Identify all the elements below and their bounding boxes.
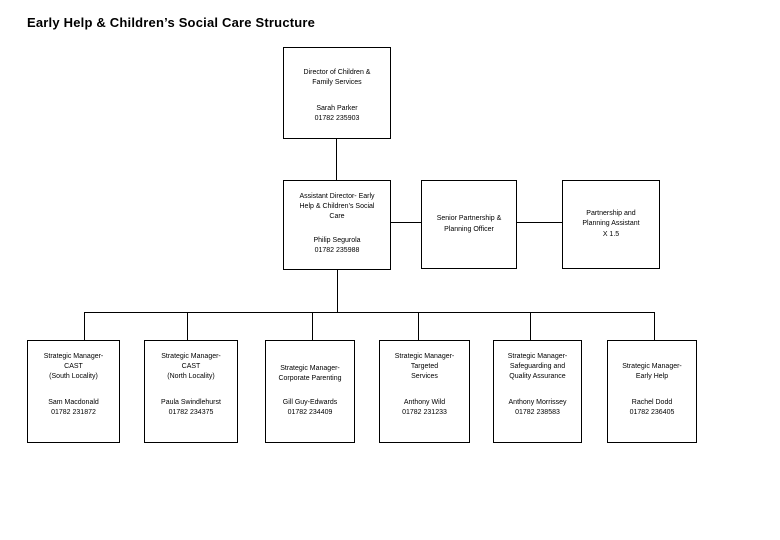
org-node-director: Director of Children & Family Services S… <box>283 47 391 139</box>
phone-number: 01782 231233 <box>402 409 447 417</box>
org-node-sm-early-help: Strategic Manager- Early Help Rachel Dod… <box>607 340 697 443</box>
role-title: Director of Children & Family Services <box>303 69 371 87</box>
connector-assistant-director-to-senior-partnership <box>391 222 421 223</box>
org-node-sm-cast-north: Strategic Manager- CAST (North Locality)… <box>144 340 238 443</box>
role-title: Senior Partnership & Planning Officer <box>436 215 502 233</box>
person-name: Paula Swindlehurst <box>161 399 221 406</box>
org-node-sm-safeguarding-qa: Strategic Manager- Safeguarding and Qual… <box>493 340 582 443</box>
person-name: Rachel Dodd <box>631 399 673 406</box>
phone-number: 01782 235903 <box>314 115 360 123</box>
connector-drop-cast-south <box>84 312 85 340</box>
person-name: Sarah Parker <box>316 105 358 112</box>
person-name: Anthony Wild <box>403 399 446 406</box>
person-name: Anthony Morrissey <box>508 399 567 406</box>
phone-number: 01782 236405 <box>629 409 675 417</box>
connector-drop-safeguarding-qa <box>530 312 531 340</box>
role-title: Strategic Manager- Corporate Parenting <box>278 365 342 383</box>
org-node-sm-cast-south: Strategic Manager- CAST (South Locality)… <box>27 340 120 443</box>
person-name: Philip Segurola <box>313 237 361 244</box>
connector-director-to-assistant-director <box>336 139 337 180</box>
phone-number: 01782 238583 <box>515 409 560 417</box>
org-node-assistant-director: Assistant Director- Early Help & Childre… <box>283 180 391 270</box>
role-title: Strategic Manager- Safeguarding and Qual… <box>507 353 568 381</box>
org-node-sm-corporate-parenting: Strategic Manager- Corporate Parenting G… <box>265 340 355 443</box>
phone-number: 01782 234409 <box>287 409 333 417</box>
connector-drop-corporate-parenting <box>312 312 313 340</box>
role-title: Strategic Manager- Early Help <box>622 363 682 381</box>
connector-horizontal-bus <box>84 312 655 313</box>
org-node-sm-targeted-services: Strategic Manager- Targeted Services Ant… <box>379 340 470 443</box>
role-title: Strategic Manager- CAST (North Locality) <box>161 353 221 381</box>
person-name: Gill Guy-Edwards <box>282 399 338 406</box>
org-node-senior-partnership-officer: Senior Partnership & Planning Officer <box>421 180 517 269</box>
phone-number: 01782 231872 <box>51 409 96 417</box>
connector-drop-cast-north <box>187 312 188 340</box>
role-title: Strategic Manager- Targeted Services <box>394 353 455 381</box>
connector-drop-targeted-services <box>418 312 419 340</box>
connector-senior-partnership-to-partnership-assistant <box>517 222 562 223</box>
org-node-partnership-assistant: Partnership and Planning Assistant X 1.5 <box>562 180 660 269</box>
fte-note: X 1.5 <box>602 230 620 238</box>
connector-drop-early-help <box>654 312 655 340</box>
phone-number: 01782 234375 <box>168 409 214 417</box>
role-title: Strategic Manager- CAST (South Locality) <box>43 353 104 381</box>
role-title: Partnership and Planning Assistant <box>582 210 640 228</box>
person-name: Sam Macdonald <box>48 399 99 406</box>
role-title: Assistant Director- Early Help & Childre… <box>299 193 375 221</box>
connector-assistant-director-to-bus <box>337 269 338 312</box>
phone-number: 01782 235988 <box>314 247 360 255</box>
page-title: Early Help & Children’s Social Care Stru… <box>27 15 316 30</box>
